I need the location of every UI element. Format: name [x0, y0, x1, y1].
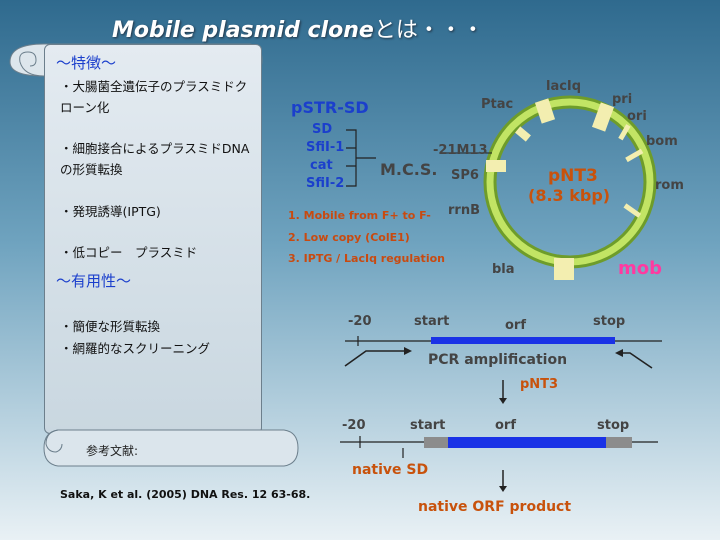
pnt3-arrow-label: pNT3 [520, 377, 559, 392]
scroll-top-spiral [19, 51, 45, 77]
top-stop-label: stop [593, 314, 626, 329]
top-orf-label: orf [505, 318, 526, 333]
reverse-primer [622, 352, 653, 369]
title-suffix: とは・・・ [373, 18, 484, 43]
insert-orf-bar [448, 437, 606, 448]
orf-bar [431, 337, 615, 344]
note-item: 1. Mobile from F+ to F- [288, 209, 431, 222]
insert-grey-right [606, 437, 632, 448]
reverse-primer-arrow [615, 349, 623, 357]
note-item: 2. Low copy (ColE1) [288, 231, 410, 244]
feature-item: ・大腸菌全遺伝子のプラスミドクローン化 [60, 79, 248, 115]
native-sd-label: native SD [352, 462, 429, 478]
pstr-site: SD [312, 122, 333, 137]
plasmid-size: (8.3 kbp) [528, 186, 611, 205]
plasmid-name: pNT3 [548, 166, 598, 186]
feature-item: ・細胞接合によるプラスミドDNAの形質転換 [60, 141, 250, 177]
rom-label: rom [655, 178, 684, 193]
citation: Saka, K et al. (2005) DNA Res. 12 63-68. [60, 488, 311, 501]
pstr-title: pSTR-SD [291, 98, 369, 117]
laciq-label: lacIq [546, 79, 582, 94]
m13-label: -21M13 [433, 143, 488, 158]
bottom-start-label: start [410, 418, 446, 433]
pstr-site: SfiI-1 [306, 140, 345, 155]
bottom-stop-label: stop [597, 418, 630, 433]
usefulness-item: ・簡便な形質転換 [60, 319, 161, 334]
pri-marker [591, 102, 615, 132]
sp6-label: SP6 [451, 168, 479, 183]
down-arrow-head [499, 398, 507, 404]
title-main: Mobile plasmid clone [112, 18, 374, 43]
bla-label: bla [492, 262, 515, 277]
top-minus20-label: -20 [348, 314, 372, 329]
scroll-bottom-spiral [45, 429, 63, 453]
bom-label: bom [646, 134, 678, 149]
bottom-orf-label: orf [495, 418, 516, 433]
top-start-label: start [414, 314, 450, 329]
usefulness-item: ・網羅的なスクリーニング [60, 341, 211, 356]
pstr-site: cat [310, 158, 333, 173]
ptac-label: Ptac [481, 97, 514, 112]
scroll-bottom-curl [43, 429, 299, 467]
features-heading: 〜特徴〜 [56, 54, 117, 72]
info-scroll-panel [44, 44, 262, 434]
pri-label: pri [612, 92, 633, 107]
feature-item: ・低コピー プラスミド [60, 245, 198, 260]
usefulness-heading: 〜有用性〜 [56, 272, 132, 290]
laciq-marker [534, 98, 556, 124]
ptac-marker [515, 126, 531, 142]
bom-marker [625, 148, 644, 163]
bottom-minus20-label: -20 [342, 418, 366, 433]
forward-primer [344, 350, 404, 367]
ori-marker [618, 124, 631, 141]
pcr-label: PCR amplification [428, 352, 568, 368]
ori-label: ori [627, 109, 647, 124]
mob-label: mob [618, 258, 663, 279]
insert-grey-left [424, 437, 448, 448]
bla-marker [554, 258, 574, 280]
page-title: Mobile plasmid cloneとは・・・ [112, 12, 484, 44]
feature-item: ・発現誘導(IPTG) [60, 204, 161, 219]
native-orf-product-label: native ORF product [418, 499, 572, 515]
mcs-marker [486, 160, 506, 172]
product-arrow-head [499, 486, 507, 492]
rom-marker [623, 203, 642, 218]
mcs-label: M.C.S. [380, 160, 438, 179]
note-item: 3. IPTG / LacIq regulation [288, 252, 445, 265]
rrnb-label: rrnB [448, 203, 480, 218]
forward-primer-arrow [404, 347, 412, 355]
pstr-site: SfiI-2 [306, 176, 345, 191]
reference-label: 参考文献: [86, 444, 139, 458]
